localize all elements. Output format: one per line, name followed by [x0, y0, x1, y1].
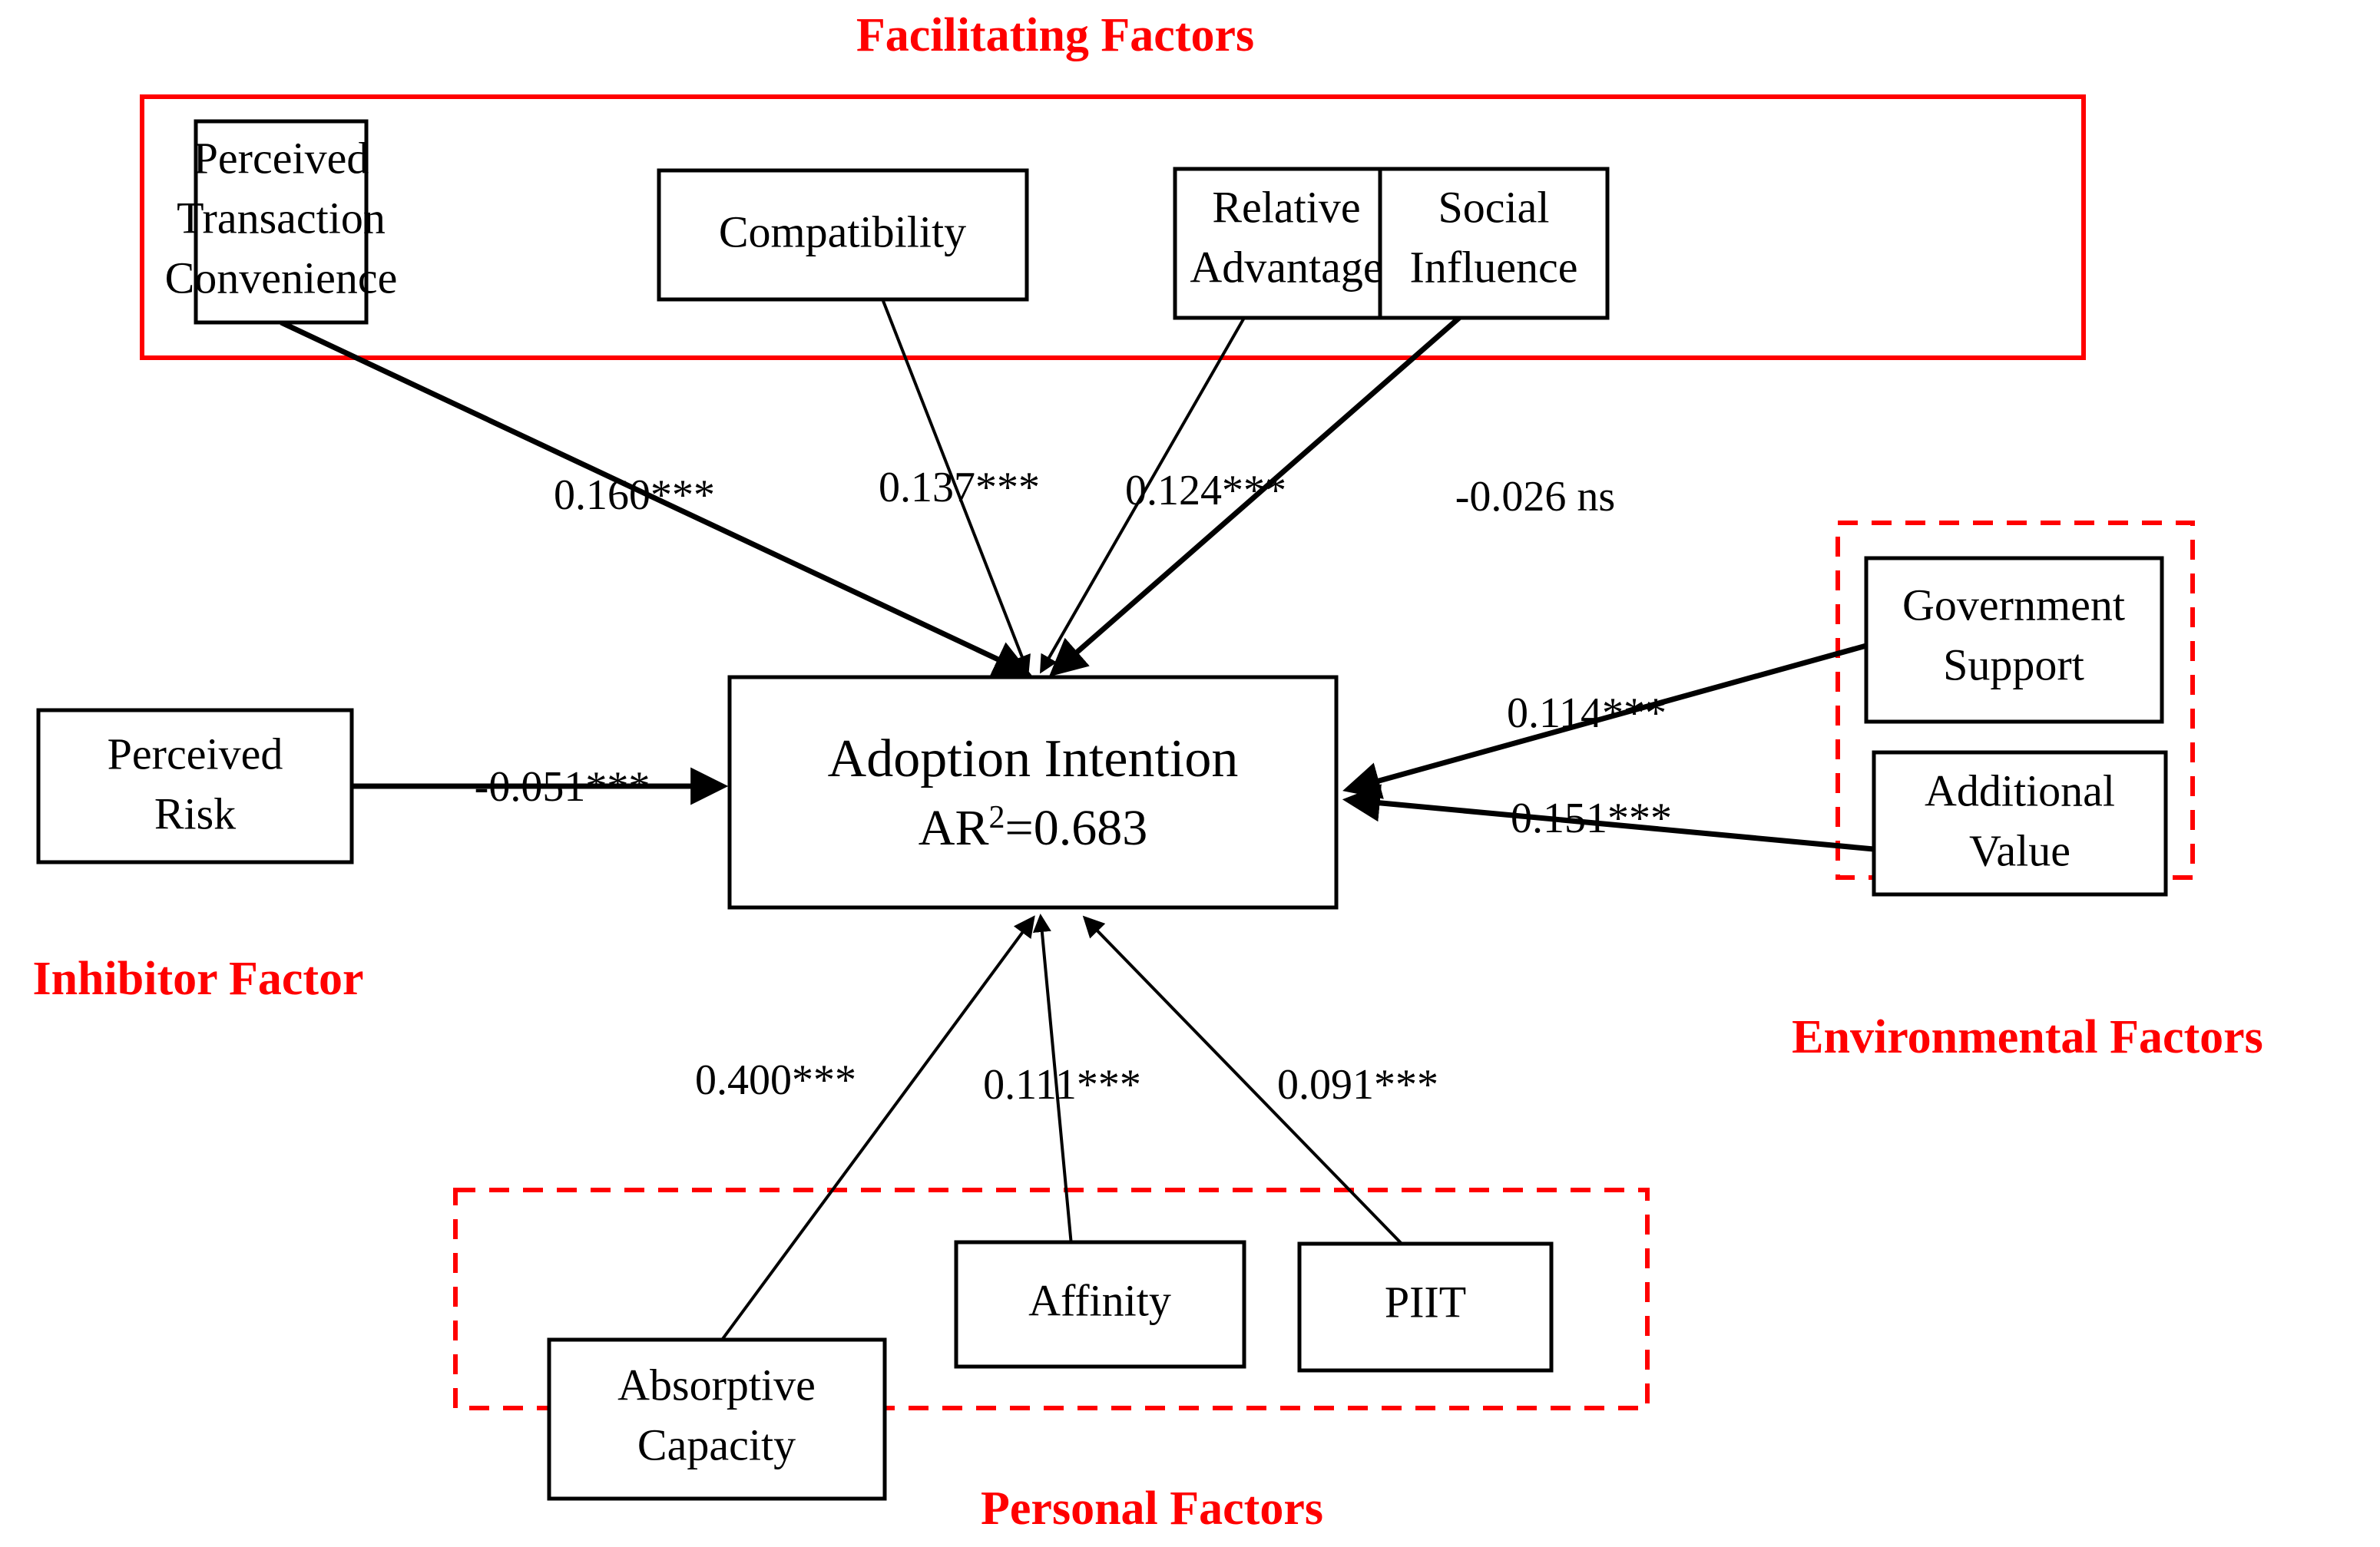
path-line-addval-to-outcome: [1342, 784, 1875, 852]
node-label-adoption-intention-fit: AR2=0.683: [919, 800, 1147, 856]
node-box-social-influence[interactable]: [1378, 167, 1610, 320]
path-line-govsup-to-outcome: [1342, 643, 1867, 799]
node-label-relative-advantage-line1: Relative: [1212, 182, 1360, 232]
node-box-piit[interactable]: [1297, 1241, 1554, 1373]
coef-label-reladv: 0.124***: [1125, 467, 1286, 514]
group-box-personal: [453, 1188, 1650, 1410]
node-label-perceived-transaction-convenience-line1: Perceived: [194, 133, 369, 183]
coef-label-piit: 0.091***: [1277, 1061, 1438, 1109]
path-line-abscap-to-outcome: [717, 915, 1035, 1347]
path-line-reladv-to-outcome: [1040, 317, 1246, 674]
node-box-affinity[interactable]: [954, 1240, 1246, 1369]
node-box-compatibility[interactable]: [657, 168, 1029, 302]
coef-label-socinf: -0.026 ns: [1455, 473, 1615, 521]
node-label-absorptive-capacity-line2: Capacity: [637, 1420, 796, 1469]
node-label-perceived-transaction-convenience-line2: Transaction: [177, 193, 386, 243]
fit-value: =0.683: [1005, 800, 1147, 856]
node-box-perceived-transaction-convenience[interactable]: [194, 119, 369, 325]
path-line-piit-to-outcome: [1082, 915, 1407, 1249]
node-label-absorptive-capacity-line1: Absorptive: [617, 1360, 816, 1410]
group-title-personal: Personal Factors: [981, 1483, 1323, 1535]
node-label-additional-value-line1: Additional: [1925, 765, 2115, 815]
path-line-affin-to-outcome: [1032, 914, 1073, 1246]
node-label-government-support-line1: Government: [1902, 580, 2125, 630]
path-line-ptc-to-outcome: [280, 319, 1032, 676]
node-label-adoption-intention: Adoption Intention: [828, 729, 1239, 788]
node-label-government-support-line2: Support: [1943, 640, 2084, 689]
node-label-additional-value-line2: Value: [1969, 825, 2071, 875]
node-label-perceived-risk-line2: Risk: [154, 788, 236, 838]
coef-label-affin: 0.111***: [983, 1061, 1141, 1109]
group-title-facilitating: Facilitating Factors: [856, 9, 1254, 61]
coef-label-compat: 0.137***: [879, 464, 1040, 511]
path-line-compat-to-outcome: [882, 300, 1031, 674]
coef-label-govsup: 0.114***: [1507, 689, 1667, 737]
node-box-absorptive-capacity[interactable]: [547, 1337, 887, 1501]
node-label-social-influence-line2: Influence: [1410, 242, 1578, 292]
coef-label-prisk: -0.051***: [475, 763, 650, 811]
node-label-piit: PIIT: [1385, 1277, 1466, 1327]
coef-label-abscap: 0.400***: [695, 1056, 856, 1104]
node-label-affinity: Affinity: [1028, 1275, 1171, 1325]
group-title-environmental: Environmental Factors: [1792, 1011, 2263, 1063]
node-label-relative-advantage-line2: Advantage: [1190, 242, 1382, 292]
node-label-perceived-risk-line1: Perceived: [108, 729, 283, 778]
group-box-facilitating: [140, 94, 2086, 360]
fit-exponent: 2: [988, 800, 1005, 835]
node-box-perceived-risk[interactable]: [36, 708, 354, 864]
node-box-adoption-intention[interactable]: [727, 675, 1339, 910]
node-box-additional-value[interactable]: [1872, 750, 2168, 897]
node-box-government-support[interactable]: [1864, 556, 2164, 724]
coef-label-ptc: 0.160***: [554, 471, 715, 519]
fit-label-ar: AR: [919, 800, 989, 856]
node-label-social-influence-line1: Social: [1438, 182, 1550, 232]
group-title-inhibitor: Inhibitor Factor: [32, 953, 363, 1005]
path-line-socinf-to-outcome: [1048, 316, 1461, 677]
node-box-relative-advantage[interactable]: [1173, 167, 1400, 320]
node-label-perceived-transaction-convenience-line3: Convenience: [165, 253, 398, 302]
coef-label-addval: 0.151***: [1511, 795, 1672, 842]
node-label-compatibility: Compatibility: [719, 207, 966, 256]
